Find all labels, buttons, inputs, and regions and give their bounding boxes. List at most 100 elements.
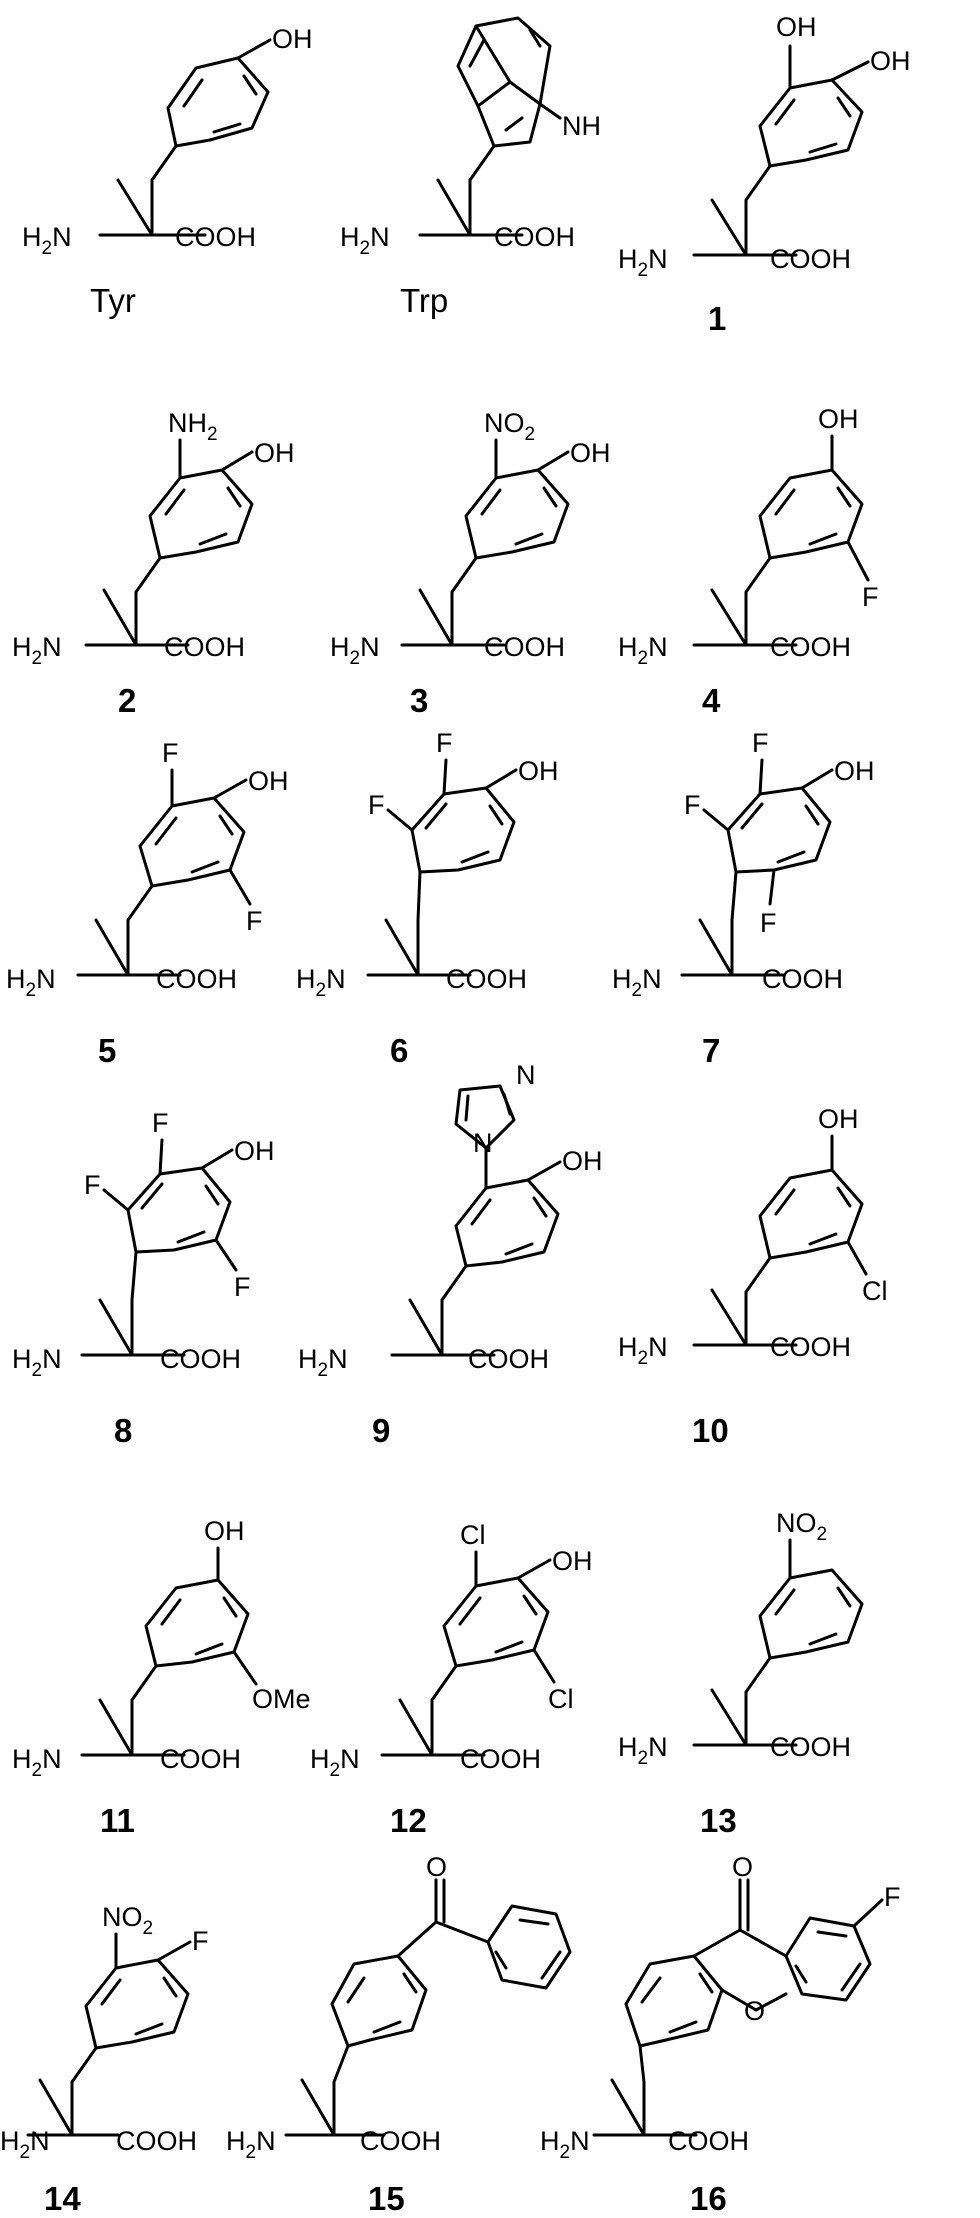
compound-11-hydroxyl-label: OH bbox=[204, 1516, 245, 1546]
compound-9-amine-label: H2N bbox=[298, 1344, 348, 1381]
compound-9-acid-label: COOH bbox=[468, 1344, 549, 1374]
compound-9-hydroxyl-label: OH bbox=[562, 1146, 603, 1176]
compound-7-fluoro-2-label: F bbox=[684, 790, 701, 820]
compound-2-amine-label: H2N bbox=[12, 632, 62, 669]
tyr-acid-label: COOH bbox=[175, 222, 256, 252]
structure-14: NO2 F H2N COOH bbox=[0, 1902, 209, 2163]
compound-16-amine-label: H2N bbox=[540, 2126, 590, 2163]
tyr-hydroxyl-label: OH bbox=[272, 24, 313, 54]
compound-8-acid-label: COOH bbox=[160, 1344, 241, 1374]
compound-3-acid-label: COOH bbox=[484, 632, 565, 662]
compound-16-ring-oxygen-label: O bbox=[744, 1996, 765, 2026]
compound-6-acid-label: COOH bbox=[446, 964, 527, 994]
compound-13-acid-label: COOH bbox=[770, 1732, 851, 1762]
structure-16: O O F H2N COOH bbox=[540, 1852, 901, 2163]
compound-12-amine-label: H2N bbox=[310, 1744, 360, 1781]
caption-trp: Trp bbox=[400, 282, 448, 319]
caption-8: 8 bbox=[114, 1412, 132, 1449]
compound-5-acid-label: COOH bbox=[156, 964, 237, 994]
structure-15: O H2N COOH bbox=[226, 1852, 572, 2163]
compound-7-amine-label: H2N bbox=[612, 964, 662, 1001]
structure-trp: NH H2N COOH bbox=[340, 16, 601, 259]
compound-10-hydroxyl-label: OH bbox=[818, 1104, 859, 1134]
structure-8: F F OH F H2N COOH bbox=[12, 1108, 275, 1381]
compound-3-nitro-label: NO2 bbox=[484, 408, 535, 445]
caption-3: 3 bbox=[410, 682, 428, 719]
compound-5-amine-label: H2N bbox=[6, 964, 56, 1001]
compound-7-hydroxyl-label: OH bbox=[834, 756, 875, 786]
structure-tyr: OH H2N COOH bbox=[22, 24, 313, 259]
trp-nh-label: NH bbox=[562, 111, 601, 141]
compound-3-hydroxyl-label: OH bbox=[570, 438, 611, 468]
compound-3-amine-label: H2N bbox=[330, 632, 380, 669]
structure-9: N N OH H2N COOH bbox=[298, 1060, 603, 1381]
caption-11: 11 bbox=[100, 1802, 135, 1839]
compound-5-fluoro-5-label: F bbox=[246, 906, 263, 936]
caption-2: 2 bbox=[118, 682, 136, 719]
compound-16-carbonyl-oxygen-label: O bbox=[732, 1852, 753, 1882]
compound-8-fluoro-3-label: F bbox=[152, 1108, 169, 1138]
compound-4-fluoro-label: F bbox=[862, 582, 879, 612]
compound-8-fluoro-2-label: F bbox=[84, 1170, 101, 1200]
compound-7-fluoro-6-label: F bbox=[760, 908, 777, 938]
compound-8-amine-label: H2N bbox=[12, 1344, 62, 1381]
compound-12-acid-label: COOH bbox=[460, 1744, 541, 1774]
compound-7-fluoro-3-label: F bbox=[752, 728, 769, 758]
compound-15-acid-label: COOH bbox=[360, 2126, 441, 2156]
compound-4-hydroxyl-label: OH bbox=[818, 404, 859, 434]
compound-13-nitro-label: NO2 bbox=[776, 1508, 827, 1545]
structure-13: NO2 H2N COOH bbox=[618, 1508, 864, 1769]
compound-11-methoxy-label: OMe bbox=[252, 1684, 311, 1714]
caption-7: 7 bbox=[702, 1032, 720, 1069]
compound-11-acid-label: COOH bbox=[160, 1744, 241, 1774]
structure-1: OH OH H2N COOH bbox=[618, 12, 911, 281]
caption-5: 5 bbox=[98, 1032, 116, 1069]
caption-14: 14 bbox=[44, 2180, 81, 2217]
compound-8-hydroxyl-label: OH bbox=[234, 1136, 275, 1166]
caption-15: 15 bbox=[368, 2180, 405, 2217]
compound-1-hydroxyl-4-label: OH bbox=[870, 46, 911, 76]
compound-5-fluoro-3-label: F bbox=[162, 738, 179, 768]
compound-14-acid-label: COOH bbox=[116, 2126, 197, 2156]
compound-1-acid-label: COOH bbox=[770, 244, 851, 274]
caption-tyr: Tyr bbox=[90, 282, 136, 319]
structure-7: F F OH F H2N COOH bbox=[612, 728, 875, 1001]
compound-1-hydroxyl-3-label: OH bbox=[776, 12, 817, 42]
compound-5-hydroxyl-label: OH bbox=[248, 766, 289, 796]
compound-6-hydroxyl-label: OH bbox=[518, 756, 559, 786]
trp-amine-label: H2N bbox=[340, 222, 390, 259]
compound-14-amine-label: H2N bbox=[0, 2126, 50, 2163]
compound-4-amine-label: H2N bbox=[618, 632, 668, 669]
structure-2: NH2 OH H2N COOH bbox=[12, 408, 295, 669]
structure-4: OH F H2N COOH bbox=[618, 404, 879, 669]
structure-12: Cl OH Cl H2N COOH bbox=[310, 1520, 593, 1781]
compound-2-acid-label: COOH bbox=[164, 632, 245, 662]
caption-9: 9 bbox=[372, 1412, 390, 1449]
compound-4-acid-label: COOH bbox=[770, 632, 851, 662]
structure-3: NO2 OH H2N COOH bbox=[330, 408, 611, 669]
compound-6-fluoro-3-label: F bbox=[436, 728, 453, 758]
compound-10-acid-label: COOH bbox=[770, 1332, 851, 1362]
caption-12: 12 bbox=[390, 1802, 427, 1839]
structure-10: OH Cl H2N COOH bbox=[618, 1104, 888, 1369]
compound-16-fluoro-label: F bbox=[884, 1882, 901, 1912]
compound-7-acid-label: COOH bbox=[762, 964, 843, 994]
structure-5: F OH F H2N COOH bbox=[6, 738, 289, 1001]
trp-acid-label: COOH bbox=[494, 222, 575, 252]
structure-6: F F OH H2N COOH bbox=[296, 728, 559, 1001]
compound-14-nitro-label: NO2 bbox=[102, 1902, 153, 1939]
compound-2-hydroxyl-label: OH bbox=[254, 438, 295, 468]
compound-10-chloro-label: Cl bbox=[862, 1276, 888, 1306]
compound-8-fluoro-5-label: F bbox=[234, 1272, 251, 1302]
tyr-amine-label: H2N bbox=[22, 222, 72, 259]
compound-13-amine-label: H2N bbox=[618, 1732, 668, 1769]
compound-14-fluoro-label: F bbox=[192, 1926, 209, 1956]
compound-9-imidazole-n3-label: N bbox=[516, 1060, 536, 1090]
compound-12-chloro-5-label: Cl bbox=[548, 1684, 574, 1714]
caption-16: 16 bbox=[690, 2180, 727, 2217]
compound-10-amine-label: H2N bbox=[618, 1332, 668, 1369]
compound-1-amine-label: H2N bbox=[618, 244, 668, 281]
compound-15-amine-label: H2N bbox=[226, 2126, 276, 2163]
compound-6-fluoro-2-label: F bbox=[368, 790, 385, 820]
